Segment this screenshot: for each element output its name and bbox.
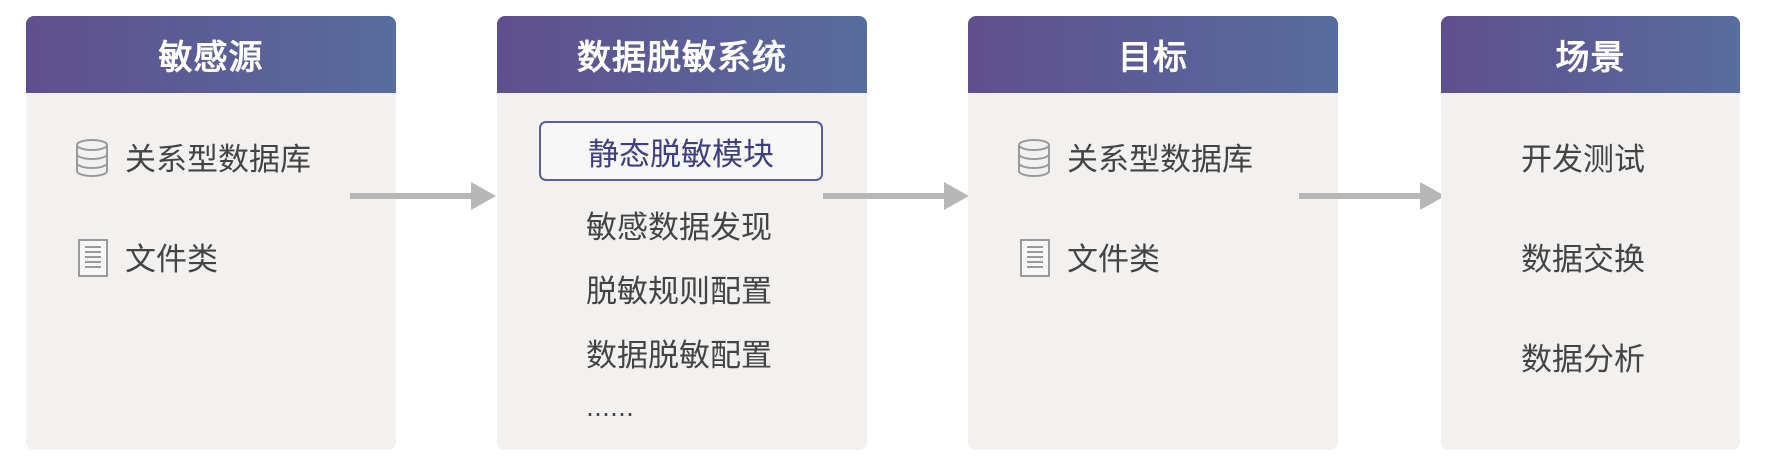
target-item-file: 文件类: [1067, 242, 1160, 278]
flow-arrow-2: [823, 182, 969, 210]
scenario-item: 开发测试: [1521, 142, 1645, 178]
source-header: 敏感源: [26, 16, 396, 93]
document-icon: [1020, 239, 1050, 277]
document-icon: [78, 239, 108, 277]
database-icon: [76, 139, 108, 177]
database-icon: [1018, 139, 1050, 177]
feature-item: 敏感数据发现: [586, 210, 772, 246]
source-card: 敏感源 关系型数据库 文件类: [26, 16, 396, 450]
scenario-item: 数据交换: [1521, 242, 1645, 278]
target-header: 目标: [968, 16, 1338, 93]
feature-item: 数据脱敏配置: [586, 338, 772, 374]
static-masking-module: 静态脱敏模块: [539, 121, 823, 181]
source-item-file: 文件类: [125, 242, 218, 278]
feature-item: 脱敏规则配置: [586, 274, 772, 310]
scenario-header: 场景: [1441, 16, 1740, 93]
scenario-card: 场景 开发测试 数据交换 数据分析: [1441, 16, 1740, 450]
flow-arrow-3: [1299, 182, 1445, 210]
system-header: 数据脱敏系统: [497, 16, 867, 93]
source-item-database: 关系型数据库: [125, 142, 311, 178]
system-card: 数据脱敏系统 静态脱敏模块 敏感数据发现 脱敏规则配置 数据脱敏配置 ……: [497, 16, 867, 450]
scenario-item: 数据分析: [1521, 342, 1645, 378]
feature-ellipsis: ……: [586, 394, 634, 422]
target-item-database: 关系型数据库: [1067, 142, 1253, 178]
flow-arrow-1: [350, 182, 496, 210]
target-card: 目标 关系型数据库 文件类: [968, 16, 1338, 450]
